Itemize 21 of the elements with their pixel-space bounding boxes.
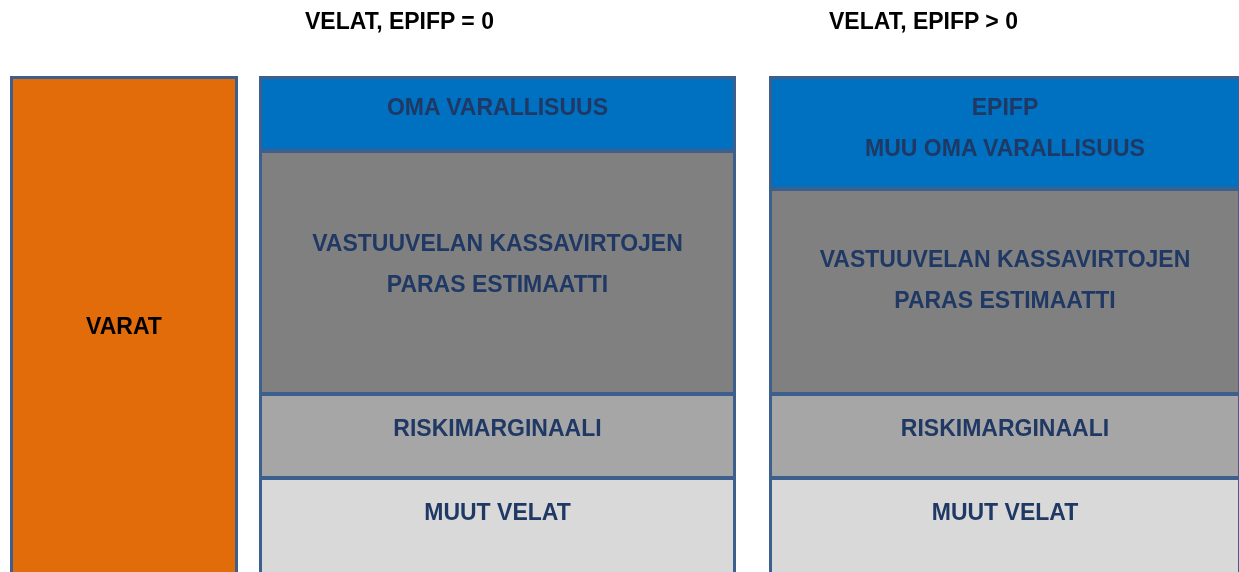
block-label: VARAT [86,311,162,341]
risk-margin-block [769,393,1239,479]
block-label: RISKIMARGINAALI [900,414,1110,443]
block-label: MUU OMA VARALLISUUS [865,134,1145,163]
equity-block [769,76,1239,190]
assets-block [10,76,238,572]
equity-block [259,76,736,152]
column-heading: VELAT, EPIFP = 0 [305,8,494,35]
column-heading: VELAT, EPIFP > 0 [829,8,1018,35]
block-label: MUUT VELAT [424,498,571,527]
block-label: EPIFP [971,93,1039,122]
other-liabilities-block [769,477,1239,572]
block-label: OMA VARALLISUUS [386,93,609,122]
block-label: MUUT VELAT [931,498,1079,527]
block-label: VASTUUVELAN KASSAVIRTOJEN PARAS ESTIMAATTI [311,229,684,299]
other-liabilities-block [259,477,736,572]
block-label: VASTUUVELAN KASSAVIRTOJEN PARAS ESTIMAATTI [818,245,1192,315]
block-label: RISKIMARGINAALI [393,414,602,443]
best-estimate-block [259,150,736,395]
best-estimate-block [769,188,1239,395]
risk-margin-block [259,393,736,479]
